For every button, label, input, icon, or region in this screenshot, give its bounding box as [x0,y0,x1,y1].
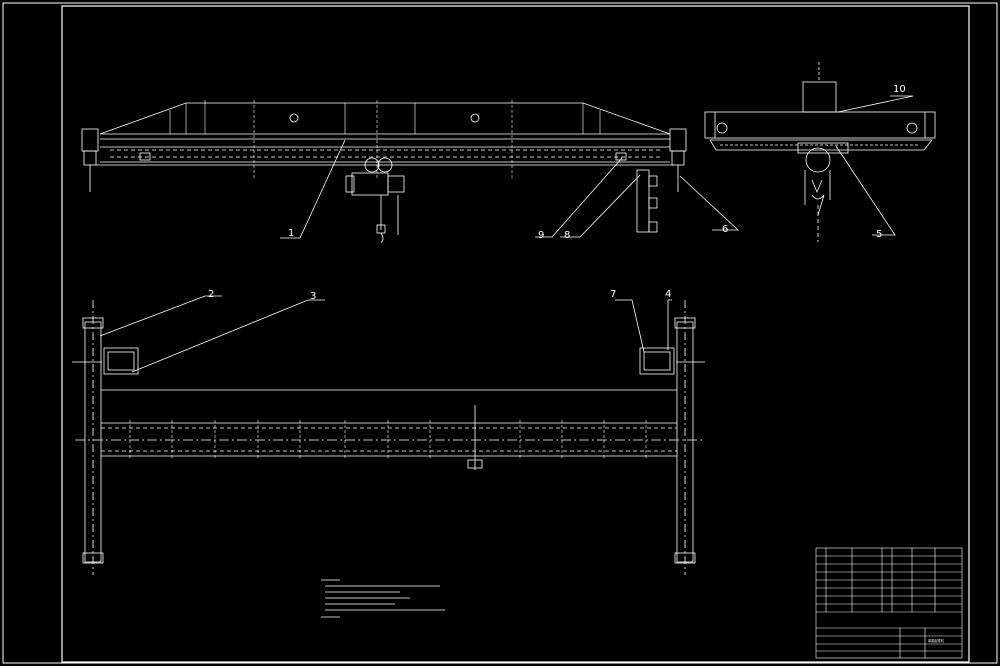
technical-notes [321,579,445,618]
callout-10: 10 [893,84,906,95]
callout-4: 4 [665,289,671,300]
callout-9: 9 [538,230,544,241]
callout-2: 2 [208,289,214,300]
electric-hoist [345,157,405,244]
callout-6: 6 [722,224,728,235]
callout-1: 1 [288,228,294,239]
callout-7: 7 [610,289,616,300]
side-elevation-view [704,62,936,242]
callout-3: 3 [310,291,316,302]
callout-5: 5 [876,229,882,240]
leader-lines [99,95,914,373]
front-elevation-view [81,100,687,244]
drawing-title: 单梁起重机 [928,638,945,643]
callout-labels: 1 2 3 4 5 6 7 8 9 10 [208,84,906,302]
title-block [815,547,963,659]
callout-8: 8 [564,230,570,241]
plan-view [72,300,705,575]
